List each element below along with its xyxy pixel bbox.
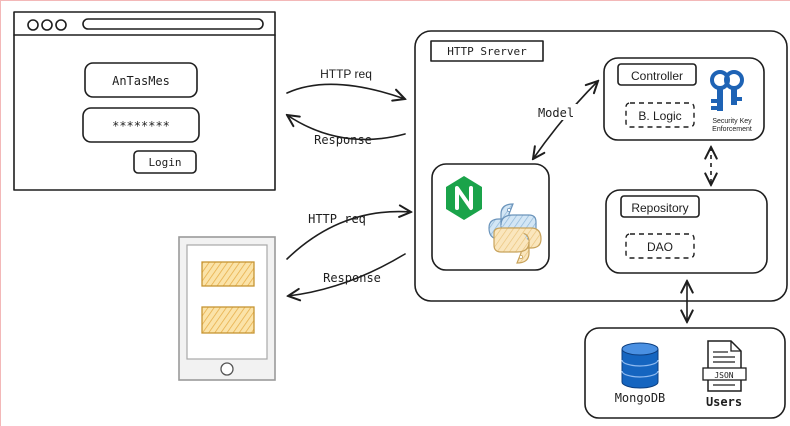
json-badge: JSON	[714, 371, 733, 380]
security-key-icon	[710, 70, 744, 111]
repository-label-box	[620, 195, 700, 218]
controller-label-box	[617, 63, 697, 86]
controller-label: Controller	[631, 69, 683, 83]
database-frame	[584, 327, 786, 419]
address-bar[interactable]	[82, 18, 264, 30]
mobile-response-arrow	[288, 253, 406, 296]
python-icon	[488, 203, 542, 264]
browser-window: AnTasMes ******** Login	[13, 11, 276, 191]
server-title-box	[430, 40, 544, 62]
business-logic-label: B. Logic	[638, 109, 681, 123]
json-file-icon	[702, 340, 747, 392]
nginx-icon	[446, 176, 482, 220]
client-server-arrows: HTTP req Response HTTP req Response	[287, 67, 411, 296]
browser-response-label: Response	[314, 133, 372, 147]
dao-box	[625, 233, 695, 259]
browser-request-label: HTTP req	[320, 67, 372, 81]
users-label: Users	[706, 395, 742, 409]
browser-response-arrow	[287, 115, 406, 141]
security-label-line1: Security Key	[712, 118, 752, 125]
login-button[interactable]	[133, 150, 197, 174]
repository-label: Repository	[631, 201, 688, 215]
home-button-icon[interactable]	[220, 362, 234, 376]
security-label-line2: Enforcement	[712, 126, 752, 133]
database-box: MongoDB JSON Users	[584, 327, 786, 419]
mongodb-icon	[621, 342, 659, 389]
mobile-request-label: HTTP req	[308, 212, 366, 226]
mobile-response-label: Response	[323, 271, 381, 285]
dao-label: DAO	[647, 240, 673, 254]
business-logic-box	[625, 102, 695, 128]
controller-box	[603, 57, 765, 141]
runtime-box	[431, 163, 550, 271]
browser-request-arrow	[286, 83, 405, 99]
repository-box	[605, 189, 768, 274]
mongodb-label: MongoDB	[615, 391, 666, 405]
login-label: Login	[148, 156, 181, 169]
browser-frame	[13, 11, 276, 191]
mobile-device	[178, 236, 276, 381]
window-dot-icon	[55, 19, 67, 31]
server-title: HTTP Srerver	[447, 45, 527, 58]
window-dot-icon	[41, 19, 53, 31]
model-label-bg	[535, 104, 577, 120]
server-frame	[414, 30, 788, 302]
http-server: HTTP Srerver Controller B. Logic Securit…	[414, 30, 788, 302]
mobile-content-bar[interactable]	[201, 261, 255, 287]
mobile-content-bar[interactable]	[201, 306, 255, 334]
password-field[interactable]	[82, 107, 200, 143]
password-value: ********	[112, 119, 170, 133]
model-label: Model	[538, 106, 574, 120]
mobile-request-arrow	[286, 212, 411, 260]
username-value: AnTasMes	[112, 74, 170, 88]
username-field[interactable]	[84, 62, 198, 98]
window-dot-icon	[27, 19, 39, 31]
